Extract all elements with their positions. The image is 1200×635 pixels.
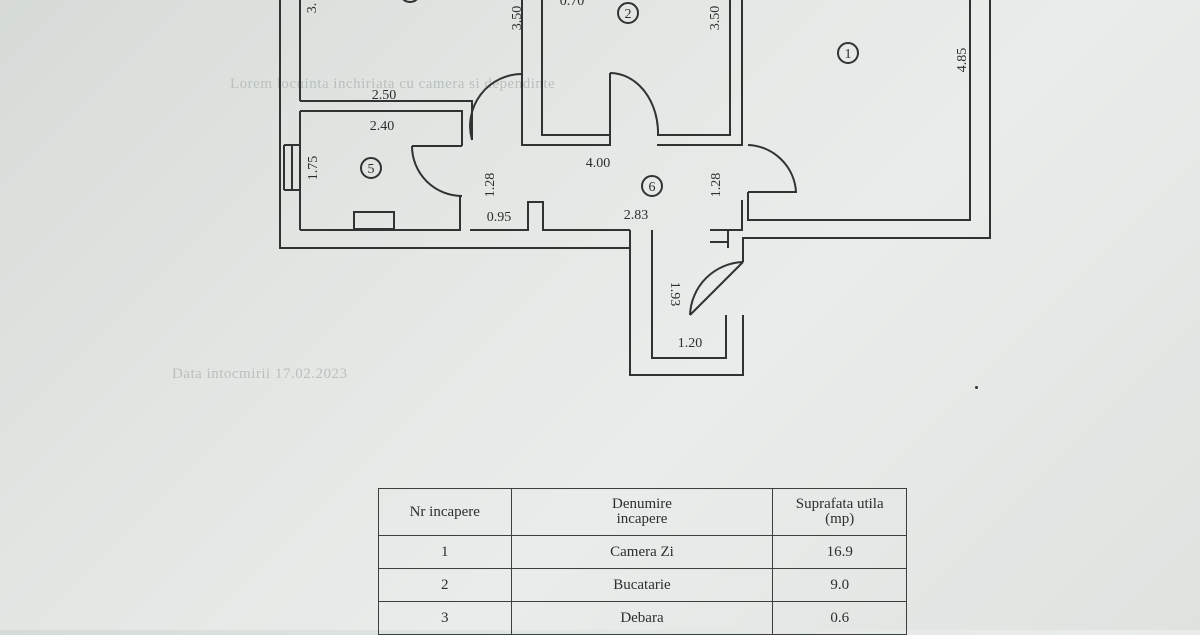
dimension-label-vertical: 1.28 [483, 173, 498, 198]
outer-wall-outline [279, 0, 744, 376]
dimension-label: 2.83 [624, 208, 649, 223]
dimension-label: 0.95 [487, 210, 512, 225]
room-marker-5 [360, 157, 382, 179]
room-marker-partial [402, 0, 418, 3]
header-room-name-line1: Denumire [611, 496, 672, 512]
hall-floor-line [470, 201, 630, 231]
kitchen-window [283, 144, 300, 191]
entry-corridor [651, 230, 727, 359]
dimension-label-vertical: 3.50 [510, 6, 525, 31]
header-room-name: Denumire incapere [510, 488, 774, 536]
hall-right-jamb [710, 229, 728, 243]
header-usable-area-line2: (mp) [825, 511, 855, 527]
cell-room-area: 0.6 [772, 601, 907, 635]
dimension-label-vertical: 1.75 [306, 156, 321, 181]
header-usable-area: Suprafata utila (mp) [772, 488, 907, 536]
room-area-table: Nr incapere Denumire incapere Suprafata … [378, 488, 907, 635]
cell-room-name: Camera Zi [510, 535, 774, 569]
cell-room-name: Bucatarie [510, 568, 774, 602]
table-header-row: Nr incapere Denumire incapere Suprafata … [378, 488, 907, 536]
room2-walls [521, 0, 743, 146]
room-marker-6 [641, 175, 663, 197]
kitchen-top-wall [300, 100, 473, 140]
dimension-label-vertical: 1.28 [709, 173, 724, 198]
cell-room-number: 2 [378, 568, 512, 602]
room-number-2: 2 [625, 7, 632, 22]
dimension-label: 0.70 [560, 0, 585, 9]
door-hall-left [469, 72, 523, 141]
room-number-6: 6 [649, 180, 656, 195]
dimension-label-vertical: 4.85 [955, 48, 970, 73]
kitchen-appliance [353, 211, 395, 230]
faded-date-line: Data intocmirii 17.02.2023 [172, 366, 348, 382]
kitchen-box [299, 110, 463, 230]
door-room1 [747, 144, 798, 193]
dimension-label-vertical: 1.93 [667, 282, 682, 307]
door-kitchen [411, 145, 463, 197]
cell-room-number: 3 [378, 601, 512, 635]
door-room2 [609, 72, 660, 136]
cell-room-area: 16.9 [772, 535, 907, 569]
dimension-label: 1.20 [678, 336, 703, 351]
door-entry [689, 261, 744, 316]
room1-walls [727, 0, 971, 248]
header-usable-area-line1: Suprafata utila [795, 496, 884, 512]
header-room-name-line2: incapere [616, 511, 668, 527]
dimension-label-vertical: 3.50 [708, 6, 723, 31]
dimension-label: 2.50 [372, 88, 397, 103]
table-row: 1 Camera Zi 16.9 [378, 535, 907, 569]
cell-room-area: 9.0 [772, 568, 907, 602]
room-number-5: 5 [368, 162, 375, 177]
dimension-label: 2.40 [370, 119, 395, 134]
room-number-1: 1 [845, 47, 852, 62]
room-marker-2 [617, 2, 639, 24]
room-marker-1 [837, 42, 859, 64]
table-row: 3 Debara 0.6 [378, 601, 907, 635]
header-room-number: Nr incapere [378, 488, 512, 536]
ink-speck [975, 386, 978, 389]
dimension-label-vertical: 3. [305, 3, 320, 14]
dimension-label: 4.00 [586, 156, 611, 171]
table-row: 2 Bucatarie 9.0 [378, 568, 907, 602]
cell-room-number: 1 [378, 535, 512, 569]
outer-wall-entry-right [742, 0, 991, 262]
faded-text-line: Lorem locuinta inchiriata cu camera si d… [230, 76, 556, 92]
